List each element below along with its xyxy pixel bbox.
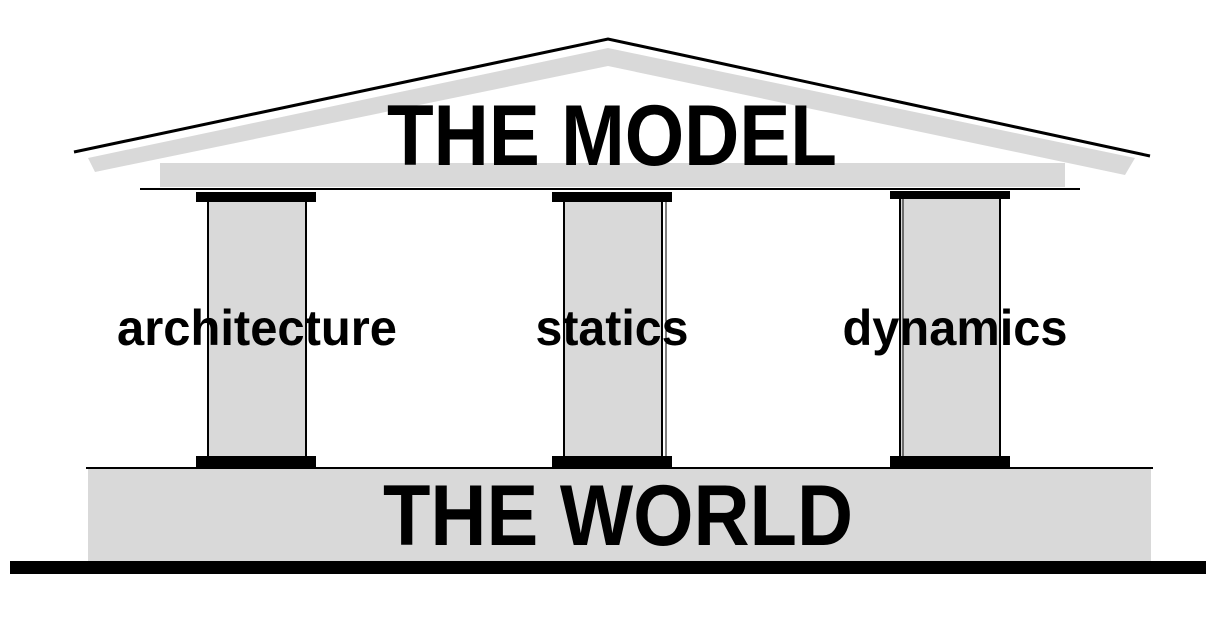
pillar-label-architecture: architecture <box>117 300 397 356</box>
pillar-base <box>552 456 672 468</box>
roof-title: THE MODEL <box>387 88 837 184</box>
capital <box>890 191 1010 199</box>
base-block <box>88 469 1151 561</box>
capital <box>196 192 316 202</box>
pillar-label-statics: statics <box>536 300 689 356</box>
roof-outline <box>73 37 1151 158</box>
entablature <box>160 163 1065 187</box>
pillar-base <box>196 456 316 468</box>
pillar-label-dynamics: dynamics <box>843 300 1068 356</box>
base-title: THE WORLD <box>383 468 853 564</box>
pillar-dynamics <box>890 191 1010 468</box>
base <box>10 467 1206 574</box>
pillar-statics <box>552 192 672 468</box>
roof <box>73 37 1151 190</box>
capital <box>552 192 672 202</box>
pillar-base <box>890 456 1010 468</box>
pillar-architecture <box>196 192 316 468</box>
ground-line <box>10 561 1206 574</box>
